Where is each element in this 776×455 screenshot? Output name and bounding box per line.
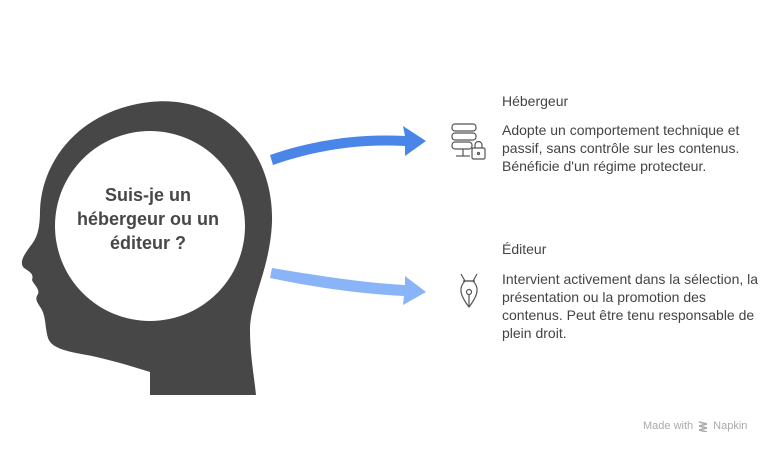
- made-with-label: Made with: [643, 420, 694, 432]
- central-question: Suis-je un hébergeur ou un éditeur ?: [76, 185, 219, 253]
- napkin-logo-icon: [698, 421, 708, 432]
- option-title-editeur: Éditeur: [502, 241, 547, 257]
- thought-circle: [55, 131, 245, 321]
- arrow-editeur: [270, 268, 426, 305]
- pen-nib-icon: [460, 273, 478, 308]
- arrow-hebergeur: [270, 126, 426, 165]
- napkin-watermark: Made with Napkin: [643, 420, 747, 432]
- option-title-hebergeur: Hébergeur: [502, 93, 569, 109]
- option-desc-editeur: Intervient activement dans la sélection,…: [502, 271, 759, 341]
- option-desc-hebergeur: Adopte un comportement technique et pass…: [502, 122, 740, 174]
- server-lock-icon: [451, 123, 486, 160]
- napkin-brand-label: Napkin: [713, 420, 748, 432]
